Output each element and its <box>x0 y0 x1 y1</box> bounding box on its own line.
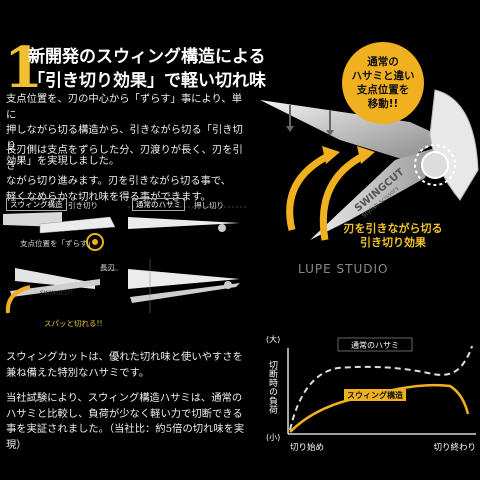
upper-blade <box>260 100 445 160</box>
load-comparison-chart: 通常のハサミ スウィング構造 (大) (小) 切断時の負荷 切り始め 切り終わり <box>266 334 476 453</box>
y-high-label: (大) <box>266 334 280 344</box>
swing-pivot-icon <box>86 233 104 251</box>
pivot-shift-note: 支点位置を「ずらす」 <box>20 239 95 248</box>
pivot-highlight <box>414 144 456 186</box>
swipe-arrow-icon <box>5 285 31 314</box>
headline-line2: 「引き切り効果」で軽い切れ味 <box>28 71 266 91</box>
x-end-label: 切り終わり <box>433 442 476 453</box>
series-normal-line <box>289 345 473 431</box>
handle <box>429 89 479 201</box>
motion-arrow-2 <box>319 151 367 241</box>
normal-scissors-label: 通常のハサミ <box>132 198 185 211</box>
pull-cut-caption: 刃を引きながら切る 引き切り効果 <box>343 222 443 249</box>
pivot-callout-badge: 通常の ハサミと違い 支点位置を 移動!! <box>342 42 424 124</box>
watermark: LUPE STUDIO <box>298 262 389 276</box>
paragraph-swingcut: スウィングカットは、優れた切れ味と使いやすさを 兼ね備えた特別なハサミです。 <box>6 351 243 379</box>
paragraph-test-result: 当社試験により、スウィング構造ハサミは、通常の ハサミと比較し、負荷が少なく軽い… <box>6 392 245 451</box>
section-number: 1 <box>4 35 43 101</box>
y-axis-label: 切断時の負荷 <box>267 360 278 415</box>
lower-blade <box>310 148 435 240</box>
mechanism-diagram <box>3 206 248 314</box>
normal-action-label: 押し切り <box>194 201 224 210</box>
motion-arrow-1 <box>286 151 332 231</box>
swing-structure-label: スウィング構造 <box>6 198 67 211</box>
paragraph-long-blade: 長刃側は支点をずらした分、刃渡りが長く、刃を引き ながら切り進みます。刃を引きな… <box>6 144 243 203</box>
scissors-photo: SWINGCUT Stylish scissors <box>260 89 479 241</box>
swing-action-label: 引き切り <box>68 201 98 210</box>
legend-swing: スウィング構造 <box>347 390 403 400</box>
pivot-screw <box>421 151 449 179</box>
headline-line1: 新開発のスウィング構造による <box>28 47 266 67</box>
y-low-label: (小) <box>266 433 280 442</box>
paragraph-pivot: 支点位置を、刃の中心から「ずらす」事により、単に 押しながら切る構造から、引きな… <box>6 93 243 167</box>
swipe-note: スパッと切れる!! <box>44 319 103 328</box>
mini-blade-engraving: SWINGCUT <box>40 290 73 297</box>
series-swing-line <box>289 383 470 433</box>
long-blade-label: 長刃 <box>100 263 115 272</box>
legend-normal: 通常のハサミ <box>351 340 399 350</box>
x-start-label: 切り始め <box>290 442 324 453</box>
